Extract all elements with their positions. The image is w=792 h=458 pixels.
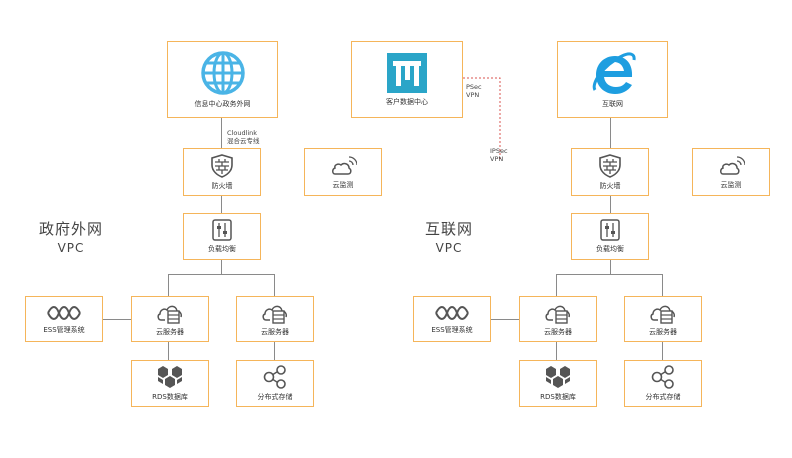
left-server1-label: 云服务器 (156, 327, 184, 336)
connector (610, 118, 611, 148)
right-firewall-label: 防火墙 (599, 181, 621, 190)
right-cloud-monitor-node[interactable]: 云监测 (692, 148, 770, 196)
cloud-server-icon (157, 305, 182, 324)
connector (662, 342, 663, 360)
left-rds-node[interactable]: RDS数据库 (131, 360, 209, 407)
internet-label: 互联网 (602, 100, 623, 108)
right-ess-node[interactable]: ESS管理系统 (413, 296, 491, 342)
firewall-shield-icon (599, 153, 621, 178)
firewall-shield-icon (211, 153, 233, 178)
distributed-storage-icon (263, 365, 286, 389)
distributed-storage-icon (651, 365, 674, 389)
rds-hexagon-icon (546, 366, 570, 388)
cloud-server-icon (650, 305, 675, 324)
right-server1-node[interactable]: 云服务器 (519, 296, 597, 342)
connector (556, 342, 557, 360)
right-rds-label: RDS数据库 (540, 393, 576, 401)
load-balancer-icon (212, 219, 232, 241)
ie-browser-icon (592, 52, 636, 94)
right-ess-label: ESS管理系统 (431, 325, 473, 334)
left-server2-node[interactable]: 云服务器 (236, 296, 314, 342)
left-ess-node[interactable]: ESS管理系统 (25, 296, 103, 342)
connector (610, 196, 611, 213)
connector (168, 342, 169, 360)
ipsec-vpn-text: VPN (490, 155, 504, 163)
connector (610, 260, 611, 274)
connector (274, 274, 275, 296)
connector (662, 274, 663, 296)
psec-vpn-text: VPN (466, 91, 480, 99)
right-load-balancer-node[interactable]: 负载均衡 (571, 213, 649, 260)
gov-network-label: 信息中心政务外网 (194, 100, 251, 108)
left-cloud-monitor-node[interactable]: 云监测 (304, 148, 382, 196)
ess-wave-icon (47, 305, 81, 320)
right-firewall-node[interactable]: 防火墙 (571, 148, 649, 196)
gov-network-node[interactable]: 信息中心政务外网 (167, 41, 278, 118)
connector (103, 319, 131, 320)
ipsec-vpn-note: IPSec VPN (490, 147, 508, 163)
connector (221, 196, 222, 213)
cloudlink-text: Cloudlink (227, 129, 258, 137)
globe-icon (200, 51, 245, 95)
left-server1-node[interactable]: 云服务器 (131, 296, 209, 342)
right-server2-label: 云服务器 (649, 327, 677, 336)
left-ess-label: ESS管理系统 (43, 325, 85, 334)
left-vpc-subtitle: VPC (57, 241, 85, 255)
ipsec-text: IPSec (490, 147, 508, 155)
connector (556, 274, 557, 296)
cloudlink-subtext: 混合云专线 (227, 137, 260, 145)
right-load-balancer-label: 负载均衡 (596, 245, 624, 253)
customer-datacenter-node[interactable]: 客户数据中心 (351, 41, 463, 118)
left-load-balancer-node[interactable]: 负载均衡 (183, 213, 261, 260)
cloud-server-icon (545, 305, 570, 324)
connector (274, 342, 275, 360)
right-vpc-title: 互联网 VPC (411, 218, 487, 255)
left-firewall-node[interactable]: 防火墙 (183, 148, 261, 196)
right-server2-node[interactable]: 云服务器 (624, 296, 702, 342)
right-rds-node[interactable]: RDS数据库 (519, 360, 597, 407)
right-server1-label: 云服务器 (544, 327, 572, 336)
right-vpc-subtitle: VPC (435, 241, 463, 255)
connector (168, 274, 169, 296)
datacenter-icon (387, 53, 427, 93)
right-storage-label: 分布式存储 (645, 393, 681, 401)
cloud-signal-icon (332, 155, 357, 175)
customer-datacenter-label: 客户数据中心 (386, 98, 428, 106)
left-load-balancer-label: 负载均衡 (208, 245, 236, 253)
psec-vpn-note: PSec VPN (466, 83, 482, 99)
cloudlink-note: Cloudlink 混合云专线 (227, 129, 260, 145)
left-cloud-monitor-label: 云监测 (332, 180, 354, 189)
connector (221, 118, 222, 148)
internet-node[interactable]: 互联网 (557, 41, 668, 118)
right-vpc-name: 互联网 (424, 220, 473, 238)
connector (491, 319, 519, 320)
connector (168, 274, 274, 275)
left-server2-label: 云服务器 (261, 327, 289, 336)
rds-hexagon-icon (158, 366, 182, 388)
left-rds-label: RDS数据库 (152, 393, 188, 401)
load-balancer-icon (600, 219, 620, 241)
connector (556, 274, 662, 275)
psec-text: PSec (466, 83, 482, 91)
left-storage-label: 分布式存储 (257, 393, 293, 401)
left-vpc-name: 政府外网 (38, 220, 103, 238)
ess-wave-icon (435, 305, 469, 320)
right-cloud-monitor-label: 云监测 (720, 180, 742, 189)
connector (221, 260, 222, 274)
cloud-signal-icon (720, 155, 745, 175)
left-firewall-label: 防火墙 (211, 181, 233, 190)
left-storage-node[interactable]: 分布式存储 (236, 360, 314, 407)
left-vpc-title: 政府外网 VPC (33, 218, 109, 255)
cloud-server-icon (262, 305, 287, 324)
right-storage-node[interactable]: 分布式存储 (624, 360, 702, 407)
